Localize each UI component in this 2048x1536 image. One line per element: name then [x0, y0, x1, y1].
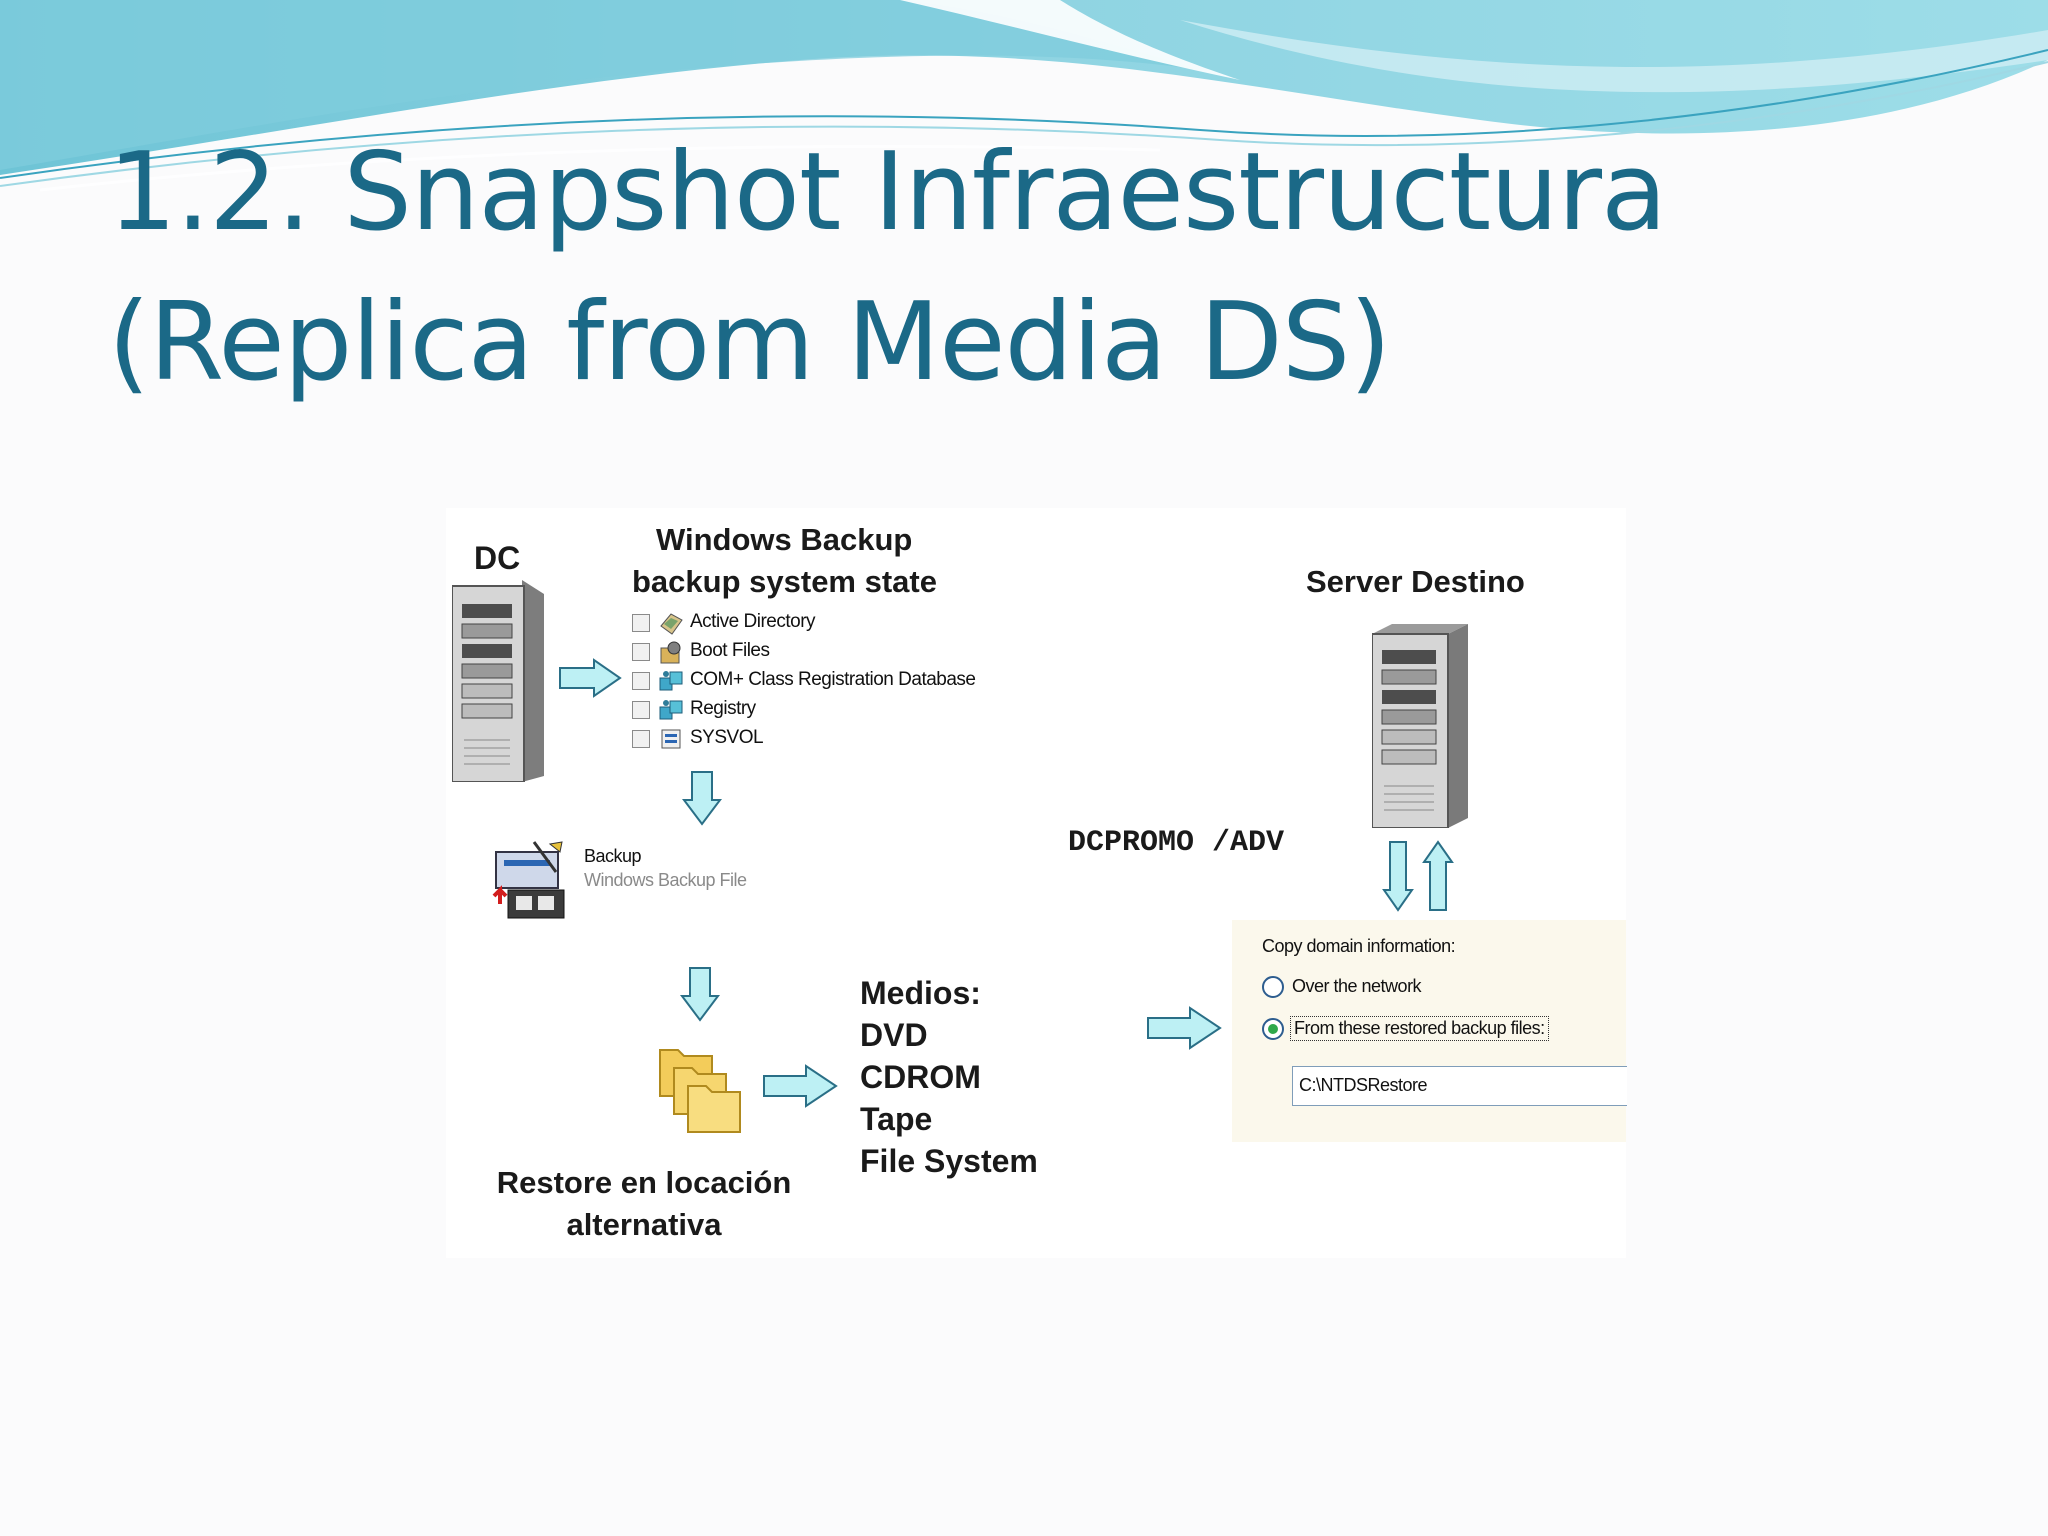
slide-title-line-1: 1.2. Snapshot Infraestructura	[108, 130, 1667, 255]
replication-diagram: DC Windows Backup backup system state	[446, 508, 1627, 1258]
dc-label: DC	[474, 540, 521, 576]
checkbox[interactable]	[632, 614, 650, 632]
arrow-down-icon	[682, 771, 722, 826]
media-line: File System	[860, 1143, 1038, 1179]
restore-path-value: C:\NTDSRestore	[1299, 1075, 1428, 1095]
dialog-heading: Copy domain information:	[1262, 936, 1456, 956]
restore-label: Restore en locación alternativa	[446, 1162, 842, 1246]
header-wave-decoration	[0, 0, 2048, 192]
backup-item: COM+ Class Registration Database	[632, 668, 1052, 694]
slide-title-line-2: (Replica from Media DS)	[108, 280, 1391, 405]
checkbox[interactable]	[632, 701, 650, 719]
radio-from-backup-files[interactable]	[1262, 1018, 1284, 1040]
checkbox[interactable]	[632, 730, 650, 748]
option-from-backup-files-label[interactable]: From these restored backup files:	[1290, 1016, 1549, 1041]
media-line: Tape	[860, 1101, 933, 1137]
restore-path-input[interactable]: C:\NTDSRestore	[1292, 1066, 1627, 1106]
arrow-down-icon	[680, 967, 720, 1022]
arrow-right-icon	[559, 658, 622, 698]
radio-over-network[interactable]	[1262, 976, 1284, 998]
media-line: DVD	[860, 1017, 928, 1053]
media-line: CDROM	[860, 1059, 981, 1095]
sync-arrows-icon	[1382, 840, 1454, 912]
backup-file-name: Backup	[584, 846, 642, 866]
dc-server-icon	[452, 580, 544, 782]
media-list: Medios: DVD CDROM Tape File System	[860, 972, 1038, 1182]
dcpromo-command: DCPROMO /ADV	[1068, 826, 1285, 860]
com-database-icon	[659, 671, 683, 691]
directory-icon	[660, 613, 683, 635]
backup-file-type: Windows Backup File	[584, 870, 747, 890]
backup-item: Active Directory	[632, 610, 1012, 636]
restore-label-line-1: Restore en locación	[496, 1165, 792, 1200]
copy-domain-dialog: Copy domain information: Over the networ…	[1232, 920, 1627, 1142]
server-destino-label: Server Destino	[1306, 564, 1525, 599]
option-over-network-label[interactable]: Over the network	[1292, 976, 1422, 996]
slide-title: 1.2. Snapshot Infraestructura (Replica f…	[108, 118, 1667, 418]
backup-item: Boot Files	[632, 639, 1012, 665]
sysvol-icon	[661, 729, 681, 749]
arrow-right-icon	[1147, 1006, 1222, 1050]
media-line: Medios:	[860, 975, 981, 1011]
backup-title-line-2: backup system state	[632, 564, 937, 599]
checkbox[interactable]	[632, 643, 650, 661]
backup-file-icon	[492, 841, 565, 919]
destination-server-icon	[1372, 624, 1468, 828]
arrow-right-icon	[763, 1064, 838, 1108]
restore-label-line-2: alternativa	[566, 1207, 722, 1242]
boot-files-icon	[660, 641, 681, 664]
registry-icon	[659, 700, 683, 720]
checkbox[interactable]	[632, 672, 650, 690]
backup-item: SYSVOL	[632, 726, 1012, 752]
restore-folders-icon	[659, 1049, 741, 1133]
backup-item: Registry	[632, 697, 1012, 723]
backup-title-line-1: Windows Backup	[656, 522, 913, 557]
